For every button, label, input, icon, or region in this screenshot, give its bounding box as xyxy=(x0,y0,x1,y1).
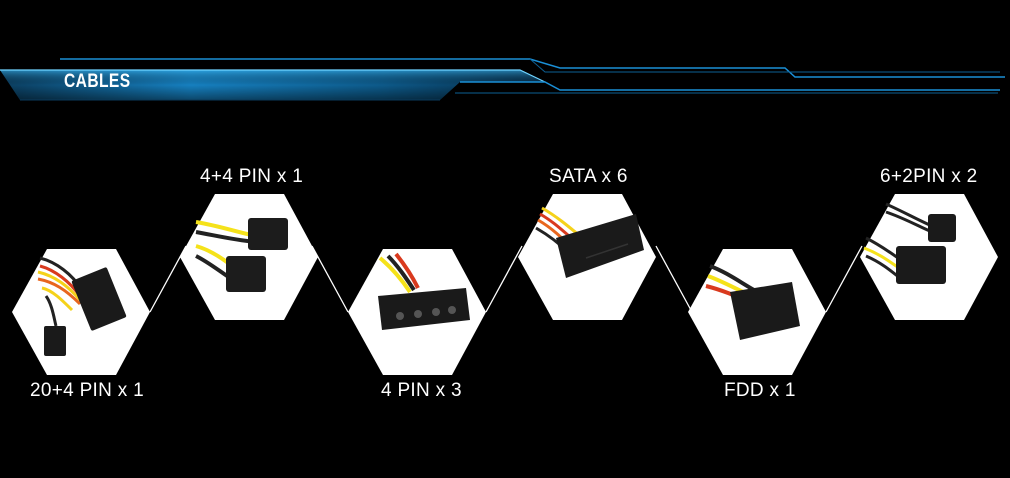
eps-8pin-connector-icon xyxy=(195,218,288,292)
cable-label-4-4-pin: 4+4 PIN x 1 xyxy=(200,166,304,187)
sata-connector-icon xyxy=(535,206,644,278)
hexagon-20-4-pin xyxy=(12,249,150,375)
pcie-6-2pin-connector-icon xyxy=(863,202,956,284)
atx-24pin-connector-icon xyxy=(37,256,127,356)
hexagon-fdd xyxy=(688,249,826,375)
header-band xyxy=(0,58,1005,101)
fdd-connector-icon xyxy=(705,264,800,340)
cable-label-sata: SATA x 6 xyxy=(549,166,628,187)
cable-label-6-2-pin: 6+2PIN x 2 xyxy=(880,166,978,187)
cable-label-4-pin: 4 PIN x 3 xyxy=(381,380,462,401)
hexagon-sata xyxy=(518,194,656,320)
cable-label-20-4-pin: 20+4 PIN x 1 xyxy=(30,380,144,401)
molex-4pin-connector-icon xyxy=(378,252,470,330)
section-title: CABLES xyxy=(64,71,131,92)
cable-label-fdd: FDD x 1 xyxy=(724,380,796,401)
hexagon-4-pin xyxy=(348,249,486,375)
hexagon-6-2-pin xyxy=(860,194,998,320)
hexagon-4-4-pin xyxy=(180,194,318,320)
